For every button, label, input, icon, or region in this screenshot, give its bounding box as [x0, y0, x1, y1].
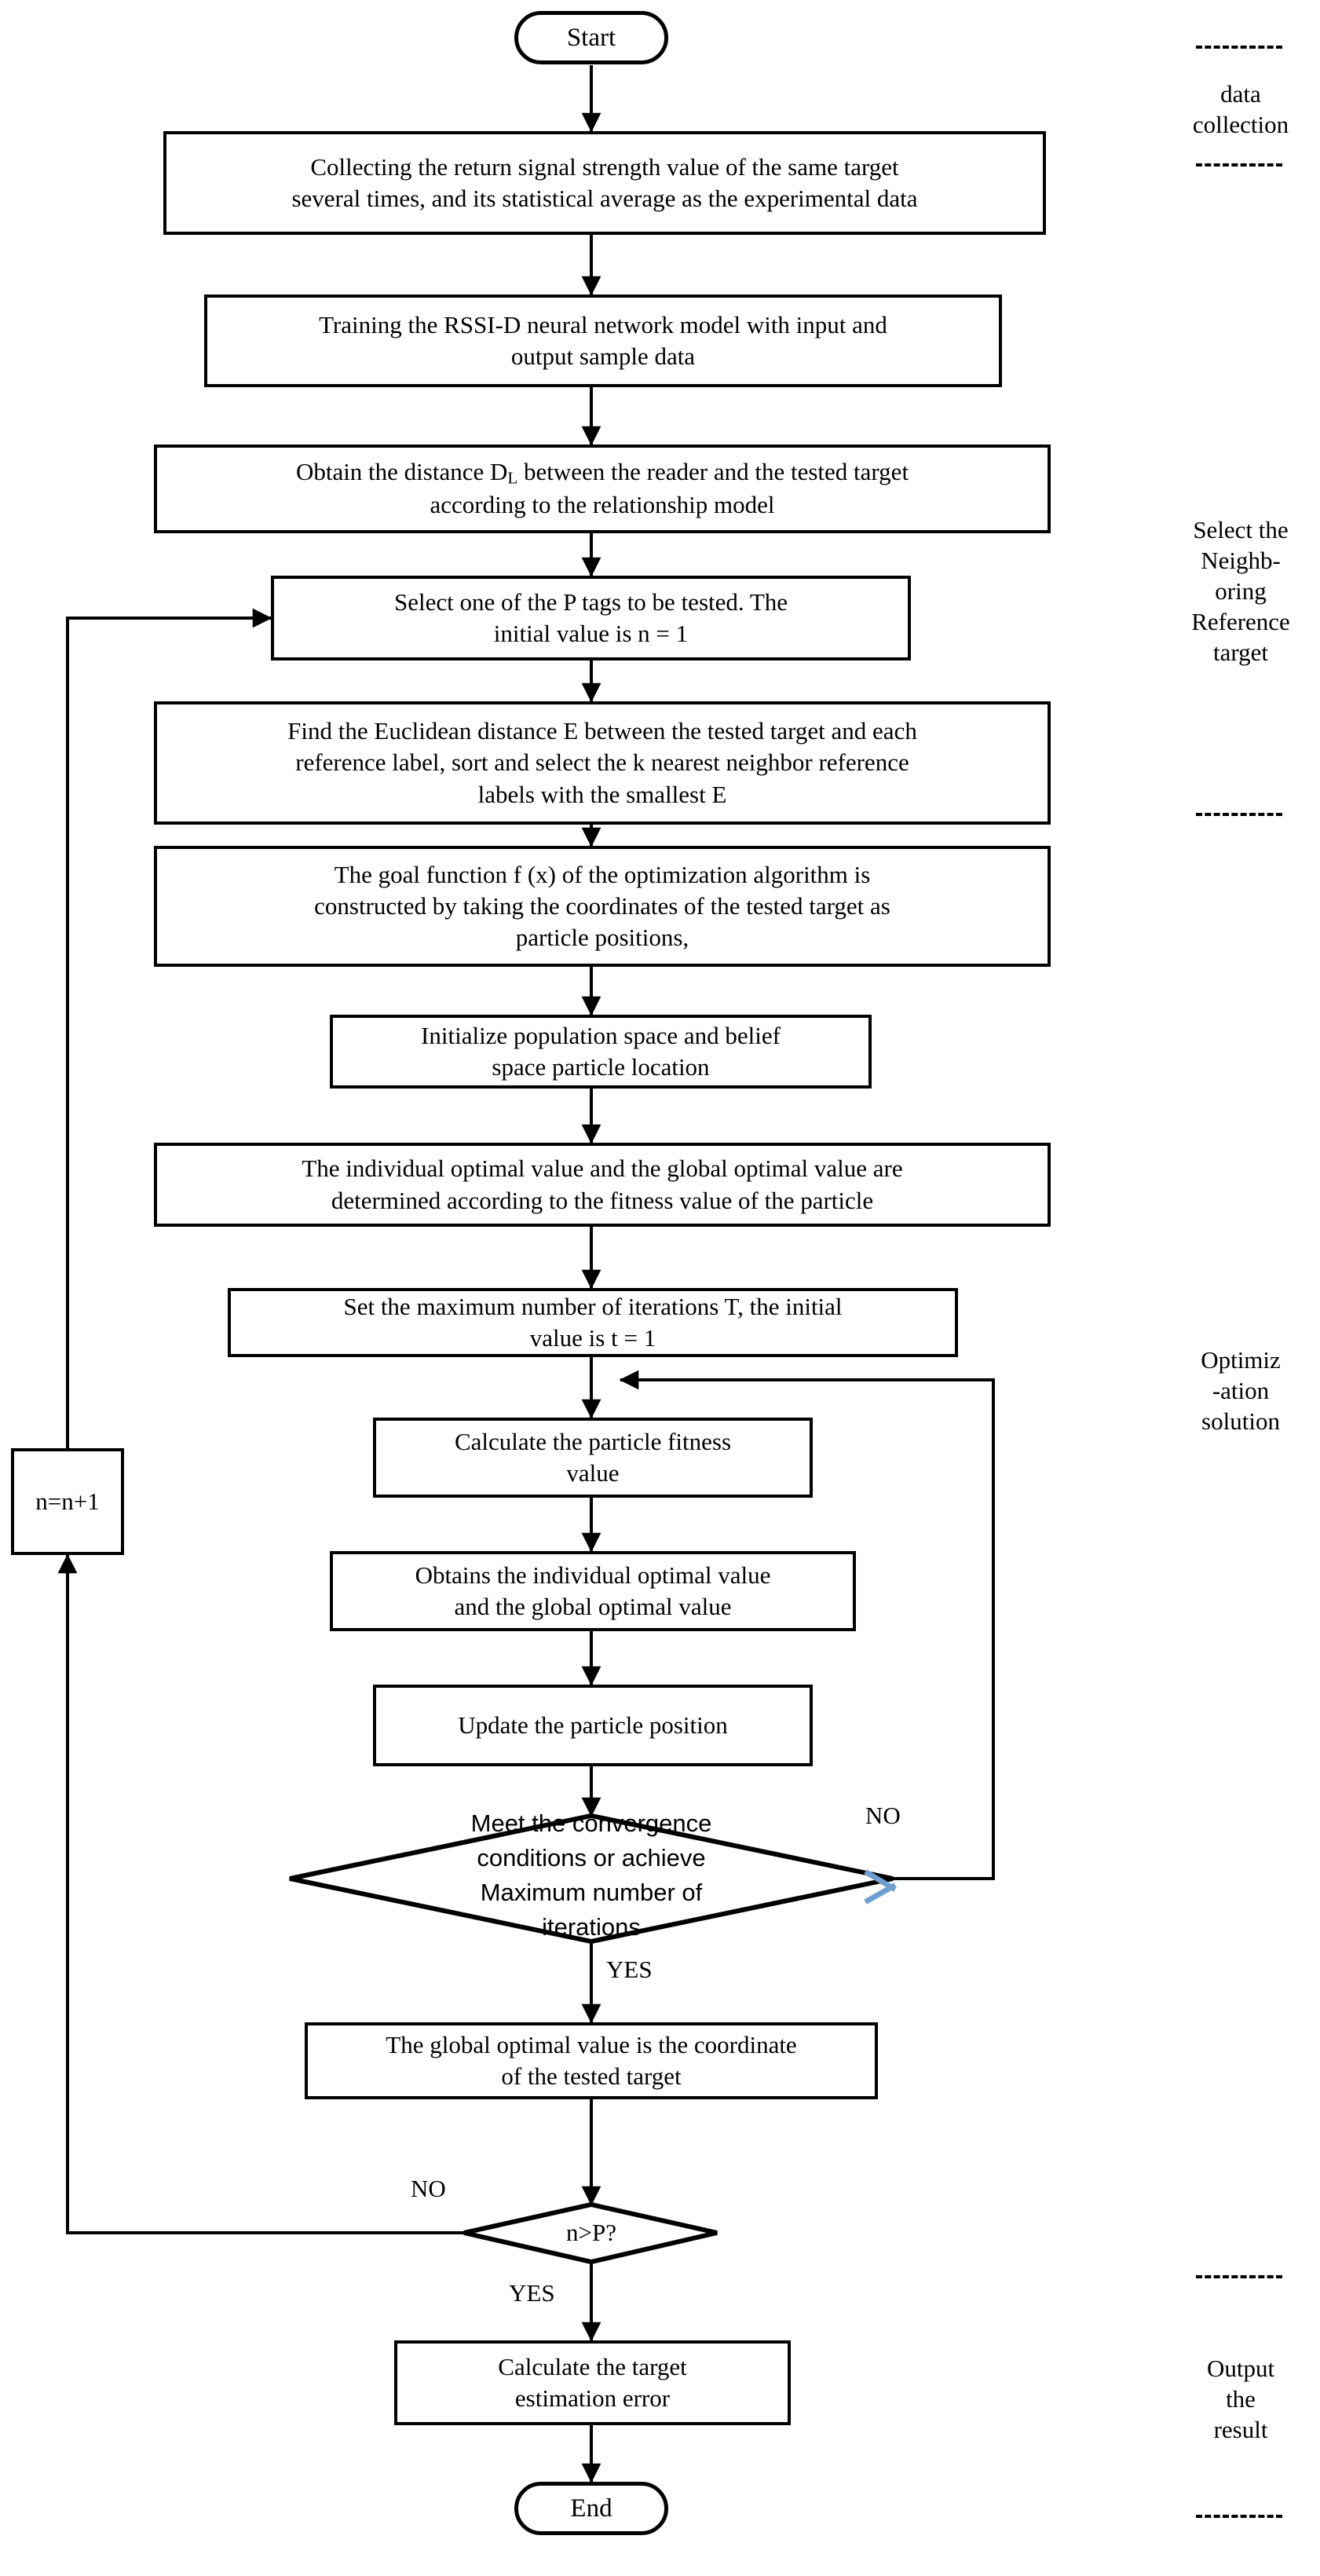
phase-output-the-result: Output the result	[1206, 2355, 1275, 2444]
node-collect-label: Collecting the return signal strength va…	[291, 152, 918, 212]
node-estimation-error[interactable]: Calculate the target estimation error	[394, 2340, 791, 2425]
phase-optimization-solution: Optimiz -ation solution	[1201, 1346, 1281, 1436]
node-increment[interactable]: n=n+1	[11, 1448, 124, 1555]
node-end-label: End	[570, 2494, 612, 2523]
node-goal-function[interactable]: The goal function f (x) of the optimizat…	[154, 846, 1051, 967]
distance-subscript: L	[507, 468, 518, 488]
node-global-coordinate[interactable]: The global optimal value is the coordina…	[305, 2022, 878, 2099]
node-fitness[interactable]: Calculate the particle fitness value	[373, 1418, 813, 1498]
node-update-position-label: Update the particle position	[458, 1711, 728, 1739]
node-global-coordinate-label: The global optimal value is the coordina…	[386, 2030, 797, 2090]
phase-divider-5	[1196, 2515, 1282, 2518]
converge-highlight-marker	[864, 1869, 897, 1905]
node-max-iterations-label: Set the maximum number of iterations T, …	[343, 1292, 843, 1352]
phase-divider-4	[1196, 2275, 1282, 2278]
node-start[interactable]: Start	[514, 11, 668, 64]
phase-data-collection: data collection	[1192, 80, 1289, 139]
node-initialize[interactable]: Initialize population space and belief s…	[330, 1015, 872, 1089]
phase-divider-1	[1196, 46, 1282, 49]
edge-np-no-to-increment	[57, 1553, 464, 2234]
node-optimal-values-label: The individual optimal value and the glo…	[302, 1154, 903, 1214]
edge-label-converge-no: NO	[865, 1802, 901, 1829]
edge-label-np-yes: YES	[509, 2279, 555, 2307]
node-optimal-values[interactable]: The individual optimal value and the glo…	[154, 1143, 1051, 1227]
node-max-iterations[interactable]: Set the maximum number of iterations T, …	[228, 1288, 958, 1357]
node-collect[interactable]: Collecting the return signal strength va…	[163, 131, 1046, 235]
node-fitness-label: Calculate the particle fitness value	[454, 1427, 732, 1487]
node-end[interactable]: End	[514, 2482, 668, 2535]
node-euclidean[interactable]: Find the Euclidean distance E between th…	[154, 701, 1051, 825]
edge-label-np-no: NO	[411, 2175, 446, 2202]
edge-label-converge-yes: YES	[606, 1956, 653, 1983]
phase-select-neighboring-reference-target: Select the Neighb- oring Reference targe…	[1191, 516, 1290, 667]
node-obtain-optimal-label: Obtains the individual optimal value and…	[415, 1561, 771, 1620]
decision-np-label: n>P?	[566, 2219, 616, 2246]
node-obtain-optimal[interactable]: Obtains the individual optimal value and…	[330, 1551, 856, 1631]
node-train[interactable]: Training the RSSI-D neural network model…	[204, 295, 1002, 387]
node-euclidean-label: Find the Euclidean distance E between th…	[287, 717, 917, 808]
node-increment-label: n=n+1	[35, 1487, 100, 1515]
node-goal-function-label: The goal function f (x) of the optimizat…	[314, 860, 890, 952]
node-select-tag[interactable]: Select one of the P tags to be tested. T…	[271, 576, 911, 660]
node-estimation-error-label: Calculate the target estimation error	[498, 2352, 687, 2412]
node-initialize-label: Initialize population space and belief s…	[421, 1021, 781, 1081]
phase-divider-2	[1196, 163, 1282, 166]
node-update-position[interactable]: Update the particle position	[373, 1685, 813, 1766]
node-obtain-distance[interactable]: Obtain the distance DL between the reade…	[154, 445, 1051, 533]
node-select-tag-label: Select one of the P tags to be tested. T…	[393, 587, 788, 647]
node-start-label: Start	[566, 23, 616, 52]
decision-converge-label: Meet the convergence conditions or achie…	[470, 1809, 712, 1941]
node-obtain-distance-label: Obtain the distance DL between the reade…	[295, 458, 909, 519]
node-train-label: Training the RSSI-D neural network model…	[319, 310, 887, 370]
phase-divider-3	[1196, 813, 1282, 816]
